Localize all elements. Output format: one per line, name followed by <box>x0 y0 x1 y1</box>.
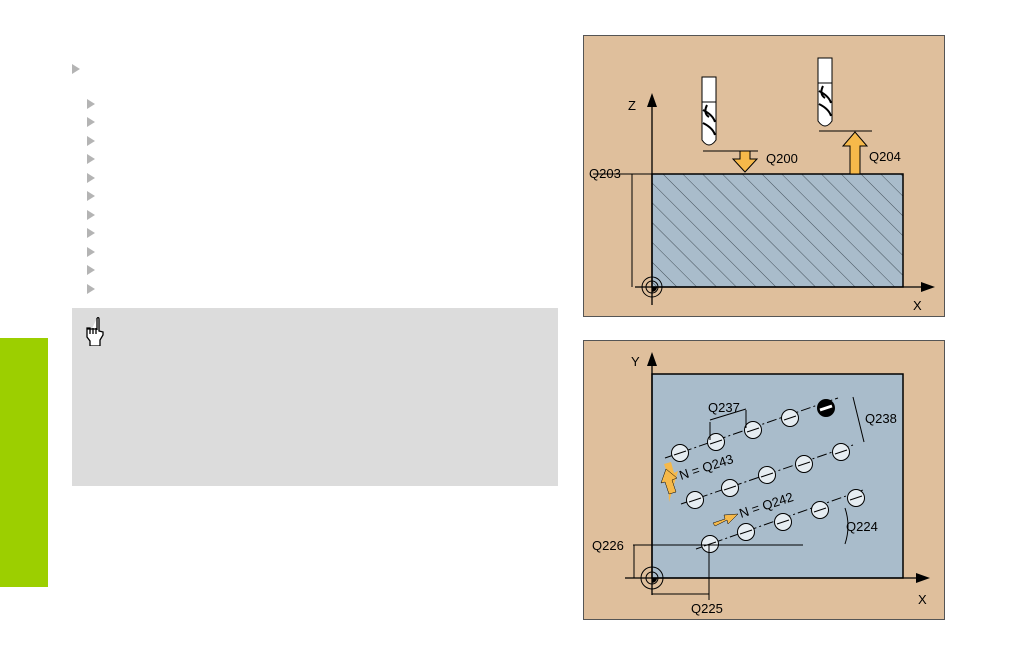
label-q204: Q204 <box>869 149 901 164</box>
axis-x-label: X <box>918 592 927 607</box>
bullet-triangle-icon <box>87 191 95 201</box>
bullet-triangle-icon <box>87 99 95 109</box>
chapter-tab <box>0 338 48 587</box>
bullet-triangle-icon <box>87 247 95 257</box>
label-q226: Q226 <box>592 538 624 553</box>
arrow-up <box>841 131 869 175</box>
hole-centerline <box>709 439 723 445</box>
label-q238: Q238 <box>865 411 897 426</box>
hole-centerline <box>746 427 760 433</box>
arrow-up-y <box>660 468 678 495</box>
hole-centerline <box>819 404 833 412</box>
hole-centerline <box>783 415 797 421</box>
bullet-triangle-icon <box>87 136 95 146</box>
bullet-triangle-icon <box>87 210 95 220</box>
bullet-triangle-icon <box>87 284 95 294</box>
arrow-right <box>712 513 739 527</box>
bullet-triangle-icon <box>87 154 95 164</box>
label-q237: Q237 <box>708 400 740 415</box>
arrow-down <box>731 150 759 173</box>
hole-centerline <box>813 507 827 513</box>
hole-centerline <box>834 449 848 455</box>
axis-y-label: Y <box>631 354 640 369</box>
bullet-triangle-icon <box>87 265 95 275</box>
hole-centerline <box>797 461 811 467</box>
bullet-triangle-icon <box>87 228 95 238</box>
workpiece <box>651 173 904 288</box>
label-q200: Q200 <box>766 151 798 166</box>
bullet-triangle-icon <box>72 64 80 74</box>
tool-icon <box>701 76 717 146</box>
hole-centerline <box>723 485 737 491</box>
hole-centerline <box>673 450 687 456</box>
axis-z-label: Z <box>628 98 636 113</box>
label-q203: Q203 <box>589 166 621 181</box>
tool-icon <box>817 57 833 127</box>
bullet-triangle-icon <box>87 173 95 183</box>
hole-centerline <box>849 495 863 501</box>
label-q224: Q224 <box>846 519 878 534</box>
figure-pattern-diagram: Y X Q226 Q225 Q224 Q237 Q238 N = Q243 N … <box>583 340 945 620</box>
figure-depth-diagram: Z X Q203 Q200 Q204 <box>583 35 945 317</box>
hand-pointer-icon <box>86 317 104 346</box>
note-box <box>72 308 558 486</box>
hole-centerline <box>760 472 774 478</box>
label-q225: Q225 <box>691 601 723 616</box>
hole-centerline <box>739 529 753 535</box>
bullet-triangle-icon <box>87 117 95 127</box>
axis-x-label: X <box>913 298 922 313</box>
hole-centerline <box>688 497 702 503</box>
hole-pattern <box>671 399 865 553</box>
hole-centerline <box>776 519 790 525</box>
